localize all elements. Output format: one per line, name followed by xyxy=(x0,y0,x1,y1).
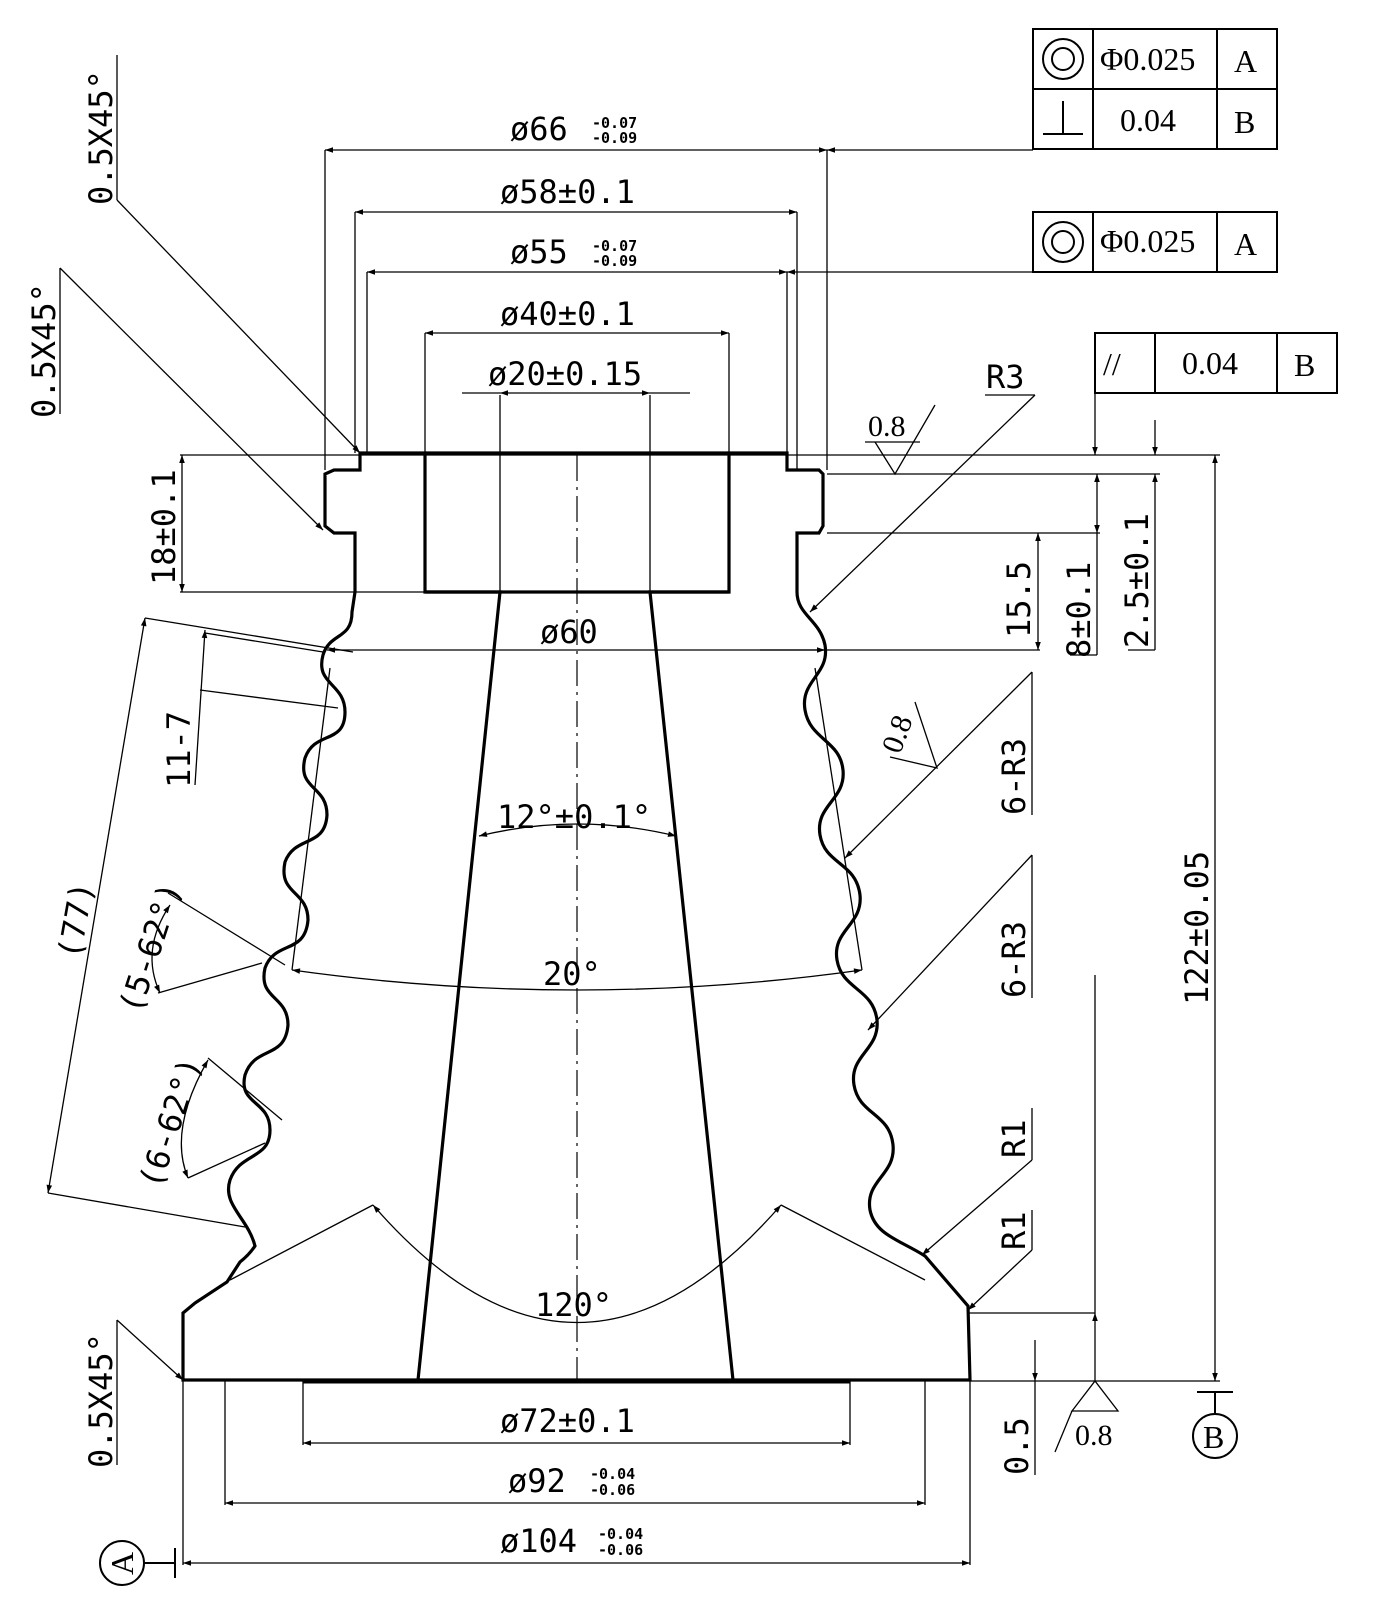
svg-text:B: B xyxy=(1294,347,1315,383)
svg-text:-0.07: -0.07 xyxy=(592,237,637,255)
dim-d55: ø55 -0.07 -0.09 xyxy=(367,233,787,275)
concentricity-icon xyxy=(1042,38,1084,80)
dim-angle5: (5-62°) xyxy=(111,877,286,1017)
d60-label: ø60 xyxy=(540,613,598,651)
chamfer-top-label: 0.5X45° xyxy=(82,70,120,205)
svg-text:-0.04: -0.04 xyxy=(590,1465,635,1483)
chamfer-bottom-callout: 0.5X45° xyxy=(82,1319,184,1468)
tolerance-frame-1: Φ0.025 A 0.04 B xyxy=(1032,28,1278,150)
dim-h15_5: 15.5 xyxy=(1000,533,1041,650)
chamfer-mid-label: 0.5X45° xyxy=(25,283,63,418)
d40-label: ø40±0.1 xyxy=(500,295,635,333)
concentricity-icon xyxy=(1042,221,1084,263)
r3-group1-callout: 6-R3 xyxy=(844,671,1033,859)
svg-text:0.04: 0.04 xyxy=(1120,102,1176,138)
dim-d66: ø66 -0.07 -0.09 xyxy=(325,110,827,153)
roughness-side: 0.8 xyxy=(876,701,938,769)
svg-text:B: B xyxy=(1234,104,1255,140)
svg-text:0.04: 0.04 xyxy=(1182,345,1238,381)
svg-text:-0.07: -0.07 xyxy=(592,114,637,132)
svg-text:-0.06: -0.06 xyxy=(598,1541,643,1559)
svg-text:-0.09: -0.09 xyxy=(592,129,637,147)
dim-h2_5: 2.5±0.1 xyxy=(1118,420,1158,651)
dim-h0_5: 0.5 xyxy=(998,1313,1098,1475)
d104-label: ø104 xyxy=(500,1522,577,1560)
d72-label: ø72±0.1 xyxy=(500,1402,635,1440)
r1b-label: R1 xyxy=(995,1211,1033,1250)
dim-angle120: 120° xyxy=(229,1204,926,1324)
h15-5-label: 15.5 xyxy=(1000,561,1038,638)
d92-label: ø92 xyxy=(508,1462,566,1500)
svg-text:Φ0.025: Φ0.025 xyxy=(1100,41,1195,77)
dim-angle12: 12°±0.1° xyxy=(478,798,677,837)
r3-label: R3 xyxy=(986,358,1025,396)
svg-text:Φ0.025: Φ0.025 xyxy=(1100,223,1195,259)
h18-label: 18±0.1 xyxy=(145,469,183,585)
dim-h18: 18±0.1 xyxy=(145,455,185,592)
dim-d72: ø72±0.1 xyxy=(303,1402,850,1446)
chamfer-top-callout: 0.5X45° xyxy=(82,55,361,454)
chamfer-bottom-label: 0.5X45° xyxy=(82,1333,120,1468)
dim-d60: ø60 xyxy=(327,613,825,653)
roughness-top-value: 0.8 xyxy=(868,410,906,443)
dim-d40: ø40±0.1 xyxy=(425,295,729,336)
roughness-bottom-value: 0.8 xyxy=(1075,1419,1113,1452)
h122-label: 122±0.05 xyxy=(1178,851,1216,1005)
h2-5-label: 2.5±0.1 xyxy=(1118,513,1156,648)
dim-pitch: 11-7 xyxy=(160,629,339,788)
r3-group2-callout: 6-R3 xyxy=(867,854,1033,1031)
svg-text:A: A xyxy=(1234,226,1257,262)
angle6-label: (6-62°) xyxy=(131,1052,209,1192)
svg-text:-0.09: -0.09 xyxy=(592,252,637,270)
pitch-label: 11-7 xyxy=(160,711,198,788)
datum-a-label: A xyxy=(104,1552,140,1575)
r1b-callout: R1 xyxy=(967,1210,1033,1311)
dim-d20: ø20±0.15 xyxy=(462,355,690,396)
datum-b-label: B xyxy=(1203,1419,1224,1455)
r3-group1-label: 6-R3 xyxy=(995,738,1033,815)
d66-label: ø66 xyxy=(510,110,568,148)
dim-h8: 8±0.1 xyxy=(1060,474,1100,658)
roughness-top: 0.8 xyxy=(865,404,936,476)
h8-label: 8±0.1 xyxy=(1060,562,1098,658)
parallelism-icon: // xyxy=(1103,346,1121,382)
right-wall-section xyxy=(648,451,972,1382)
dim-angle6: (6-62°) xyxy=(131,1052,283,1192)
dim-angle20: 20° xyxy=(291,667,863,993)
datum-b: B xyxy=(1192,1391,1238,1459)
r1a-callout: R1 xyxy=(921,1108,1033,1256)
tolerance-frame-2: Φ0.025 A xyxy=(1032,211,1278,273)
tolerance-frame-3: // 0.04 B xyxy=(1094,332,1338,394)
d55-label: ø55 xyxy=(510,233,568,271)
svg-text:A: A xyxy=(1234,43,1257,79)
d20-label: ø20±0.15 xyxy=(488,355,642,393)
part-section xyxy=(181,395,972,1384)
perpendicularity-icon xyxy=(1043,101,1083,135)
dim-d58: ø58±0.1 xyxy=(355,173,797,215)
r1a-label: R1 xyxy=(995,1119,1033,1158)
r3-group2-label: 6-R3 xyxy=(995,921,1033,998)
roughness-side-value: 0.8 xyxy=(876,711,920,758)
dim-d104: ø104 -0.04 -0.06 xyxy=(183,1522,970,1566)
angle20-label: 20° xyxy=(543,955,601,993)
roughness-bottom: 0.8 xyxy=(1054,1379,1120,1453)
d58-label: ø58±0.1 xyxy=(500,173,635,211)
svg-text:-0.04: -0.04 xyxy=(598,1525,643,1543)
h0-5-label: 0.5 xyxy=(998,1417,1036,1475)
angle120-label: 120° xyxy=(535,1286,612,1324)
angle5-label: (5-62°) xyxy=(111,877,189,1017)
extension-lines xyxy=(180,150,1220,1565)
left-wall-section xyxy=(181,451,502,1382)
chamfer-mid-callout: 0.5X45° xyxy=(25,267,324,531)
datum-a: A xyxy=(99,1540,176,1586)
svg-text:-0.06: -0.06 xyxy=(590,1481,635,1499)
len77-label: (77) xyxy=(50,879,101,961)
angle12-label: 12°±0.1° xyxy=(497,798,651,836)
dim-d92: ø92 -0.04 -0.06 xyxy=(225,1462,925,1506)
dim-h122: 122±0.05 xyxy=(1178,455,1218,1381)
r3-callout: R3 xyxy=(809,358,1036,613)
